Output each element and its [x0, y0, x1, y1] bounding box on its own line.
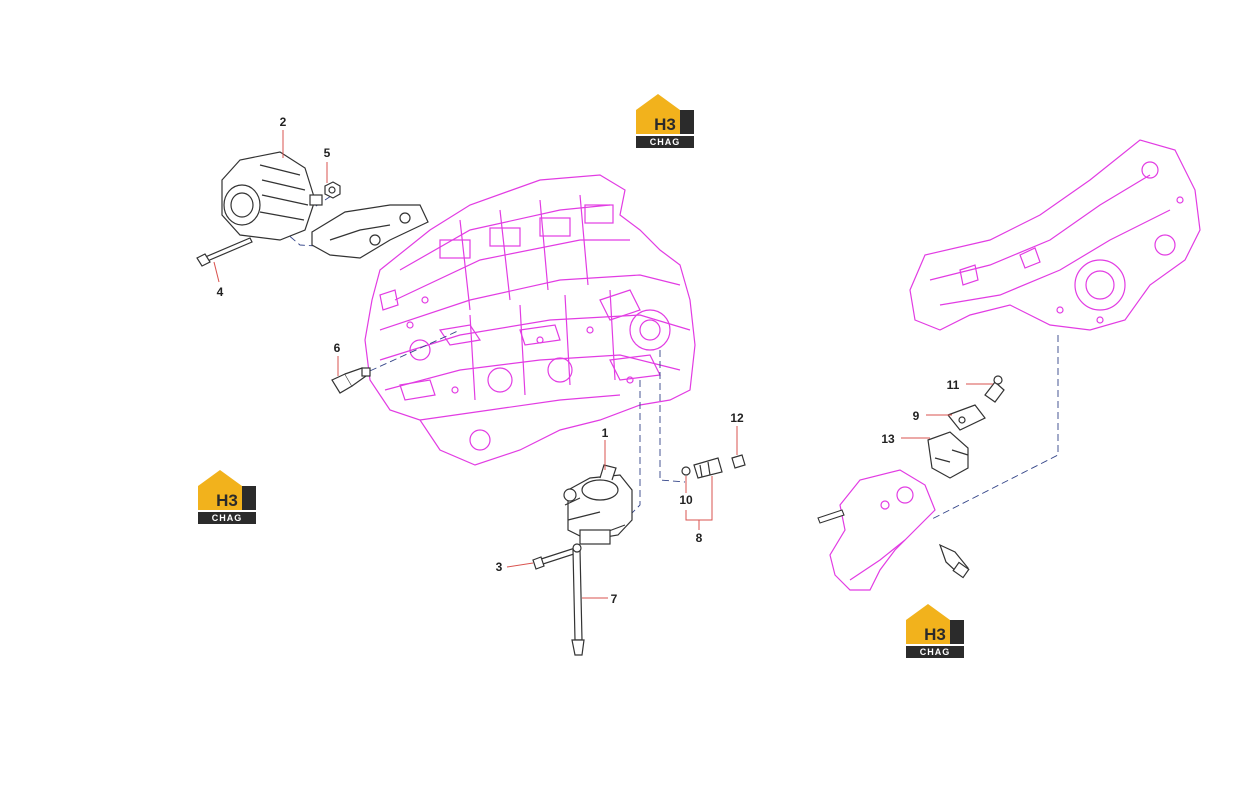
sensor-part-8	[681, 454, 746, 479]
leader-lines	[213, 130, 993, 599]
callout-8: 8	[696, 531, 703, 545]
callout-6: 6	[334, 341, 341, 355]
watermark-logo: H3 CHAG	[198, 470, 256, 524]
callout-11: 11	[947, 378, 960, 392]
callout-9: 9	[913, 409, 920, 423]
callout-10: 10	[679, 493, 693, 507]
intake-manifold	[909, 139, 1201, 331]
bolt-thermostat	[817, 509, 845, 524]
callout-1: 1	[602, 426, 609, 440]
alternator	[221, 151, 429, 259]
callout-5: 5	[324, 146, 331, 160]
temp-sensor	[938, 543, 970, 579]
callout-13: 13	[881, 432, 895, 446]
callout-2: 2	[280, 115, 287, 129]
callouts: 1 2 3 4 5 6 7 8 9 10 11 12 13	[217, 115, 960, 606]
callout-3: 3	[496, 560, 503, 574]
cable-part-7	[571, 543, 585, 656]
watermark-top-text: H3	[654, 115, 676, 134]
sensor-part-13	[927, 431, 969, 479]
watermark-top-text: H3	[216, 491, 238, 510]
engine-block	[364, 174, 696, 466]
thermostat-housing	[829, 469, 936, 591]
watermark-logo: H3 CHAG	[636, 94, 694, 148]
watermark-bottom-text: CHAG	[920, 647, 951, 657]
bracket-part-9	[947, 404, 986, 431]
watermark-top-text: H3	[924, 625, 946, 644]
callout-7: 7	[611, 592, 618, 606]
sensor-part-11	[984, 375, 1005, 403]
nut-part-5	[324, 181, 341, 199]
sensor-part-6	[331, 367, 371, 394]
watermark-bottom-text: CHAG	[650, 137, 681, 147]
watermark-logo: H3 CHAG	[906, 604, 964, 658]
callout-4: 4	[217, 285, 224, 299]
bolt-part-4	[196, 237, 253, 267]
callout-12: 12	[730, 411, 744, 425]
bolt-part-3	[532, 547, 578, 570]
starter-motor	[563, 464, 633, 545]
watermark-bottom-text: CHAG	[212, 513, 243, 523]
